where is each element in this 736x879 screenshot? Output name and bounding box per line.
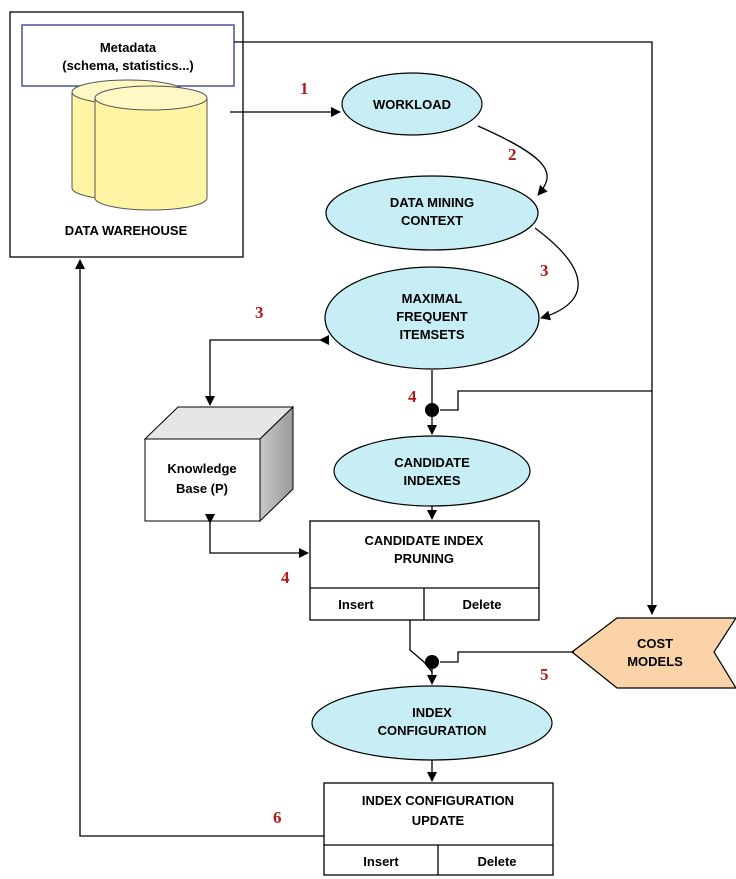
candidate-indexes-label-2: INDEXES xyxy=(403,473,460,488)
data-mining-context-node xyxy=(325,175,539,251)
step-number-3b: 3 xyxy=(255,303,264,322)
update-title-2: UPDATE xyxy=(412,813,465,828)
step-number-6: 6 xyxy=(273,808,282,827)
junction-dot-upper xyxy=(425,403,439,417)
data-warehouse-label: DATA WAREHOUSE xyxy=(65,223,188,238)
update-title-1: INDEX CONFIGURATION xyxy=(362,793,514,808)
itemsets-label-2: FREQUENT xyxy=(396,309,468,324)
maximal-frequent-itemsets-node xyxy=(324,266,540,370)
data-mining-context-label-1: DATA MINING xyxy=(390,195,474,210)
database-cylinder-icon xyxy=(71,79,208,211)
arrow-itemsets-knowledge-base xyxy=(205,335,329,406)
workload-node xyxy=(341,72,483,136)
step-number-5: 5 xyxy=(540,665,549,684)
arrow-context-to-itemsets xyxy=(534,227,579,321)
cost-models-label-1: COST xyxy=(637,636,673,651)
arrow-metadata-to-cost-models xyxy=(234,41,657,615)
arrow-workload-to-context xyxy=(477,125,548,196)
workload-label: WORKLOAD xyxy=(373,97,451,112)
cost-models-shape xyxy=(571,617,736,689)
candidate-indexes-label-1: CANDIDATE xyxy=(394,455,470,470)
step-number-4b: 4 xyxy=(281,568,290,587)
pruning-title-1: CANDIDATE INDEX xyxy=(365,533,484,548)
step-number-3a: 3 xyxy=(540,261,549,280)
pruning-title-2: PRUNING xyxy=(394,551,454,566)
data-mining-context-label-2: CONTEXT xyxy=(401,213,463,228)
cost-models-label-2: MODELS xyxy=(627,654,683,669)
step-number-1: 1 xyxy=(300,79,309,98)
itemsets-label-1: MAXIMAL xyxy=(402,291,463,306)
candidate-indexes-node xyxy=(333,435,531,507)
junction-dot-lower xyxy=(425,655,439,669)
arrow-update-to-warehouse xyxy=(75,259,324,837)
knowledge-base-label-2: Base (P) xyxy=(176,481,228,496)
itemsets-label-3: ITEMSETS xyxy=(399,327,464,342)
line-cost-models-to-junction xyxy=(440,651,574,663)
pruning-delete-label: Delete xyxy=(462,597,501,612)
update-delete-label: Delete xyxy=(477,854,516,869)
update-insert-label: Insert xyxy=(363,854,399,869)
metadata-title: Metadata xyxy=(100,40,157,55)
index-configuration-label-1: INDEX xyxy=(412,705,452,720)
index-configuration-label-2: CONFIGURATION xyxy=(378,723,487,738)
step-number-2: 2 xyxy=(508,145,517,164)
step-number-4a: 4 xyxy=(408,387,417,406)
knowledge-base-label-1: Knowledge xyxy=(167,461,236,476)
line-cost-to-candidates xyxy=(440,390,652,411)
arrow-knowledge-base-pruning xyxy=(205,514,309,558)
knowledge-base-box xyxy=(143,405,295,523)
metadata-subtitle: (schema, statistics...) xyxy=(62,58,194,73)
pruning-insert-label: Insert xyxy=(338,597,374,612)
metadata-box xyxy=(21,24,235,87)
